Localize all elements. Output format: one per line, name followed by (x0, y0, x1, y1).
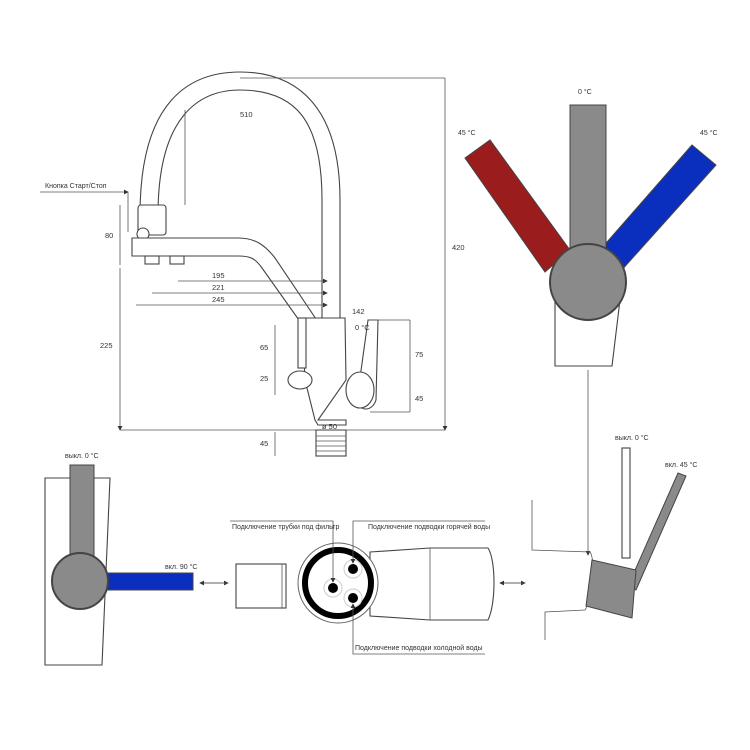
dim-75: 75 (415, 350, 423, 359)
start-stop-button-label: Кнопка Старт/Стоп (45, 183, 107, 190)
dim-height: 420 (452, 243, 465, 252)
bottom-view: Подключение трубки под фильтр Подключени… (230, 520, 526, 655)
hot-port (348, 564, 358, 574)
dim-spout-height: 225 (100, 341, 113, 350)
dim-65: 65 (260, 343, 268, 352)
lever-side-view: выкл. 0 °C вкл. 45 °C (531, 434, 697, 640)
cold-port (348, 593, 358, 603)
filter-lever (297, 317, 307, 369)
dim-button-height: 80 (105, 231, 113, 240)
cold-connection-label: Подключение подводки холодной воды (355, 644, 483, 652)
dim-45-base: 45 (260, 439, 268, 448)
off-label: выкл. 0 °C (615, 434, 649, 442)
filter-spout (131, 237, 319, 331)
mixer-body (585, 559, 637, 619)
dim-195: 195 (212, 271, 225, 280)
dim-25: 25 (260, 374, 268, 383)
filter-port (328, 583, 338, 593)
spout-head (137, 204, 167, 236)
aerator (144, 255, 160, 265)
center-temp-label: 0 °C (578, 88, 592, 96)
cold-position-handle (599, 144, 717, 273)
on-position-handle (95, 572, 194, 591)
hot-position-handle (464, 139, 571, 273)
hot-connection-label: Подключение подводки горячей воды (368, 523, 490, 531)
temp-label: 0 °C (355, 323, 370, 332)
off-lever (621, 447, 631, 559)
filter-connection-label: Подключение трубки под фильтр (232, 523, 339, 531)
filter-valve (287, 370, 313, 390)
off-label: выкл. 0 °C (65, 452, 99, 460)
mixer-body (301, 317, 347, 426)
lever-part (369, 547, 495, 621)
mixer-valve (345, 371, 375, 409)
front-view: выкл. 0 °C вкл. 90 °C (44, 452, 229, 666)
spout-part (235, 563, 287, 609)
on-label: вкл. 90 °C (165, 563, 197, 571)
dim-reach: 510 (240, 110, 253, 119)
on-label: вкл. 45 °C (665, 461, 697, 469)
right-temp-label: 45 °C (700, 129, 718, 137)
dim-245: 245 (212, 295, 225, 304)
on-lever (627, 472, 687, 591)
dim-45-right: 45 (415, 394, 423, 403)
aerator (169, 255, 185, 265)
handle-positions-view: 0 °C 45 °C 45 °C (458, 88, 718, 556)
side-view: Кнопка Старт/Стоп 510 420 80 225 195 221… (40, 71, 465, 457)
dim-142: 142 (352, 307, 365, 316)
dim-221: 221 (212, 283, 225, 292)
left-temp-label: 45 °C (458, 129, 476, 137)
dim-diameter: ø 50 (322, 422, 337, 431)
handle-hub (51, 552, 109, 610)
handle-hub (549, 243, 627, 321)
threaded-base (315, 429, 347, 457)
